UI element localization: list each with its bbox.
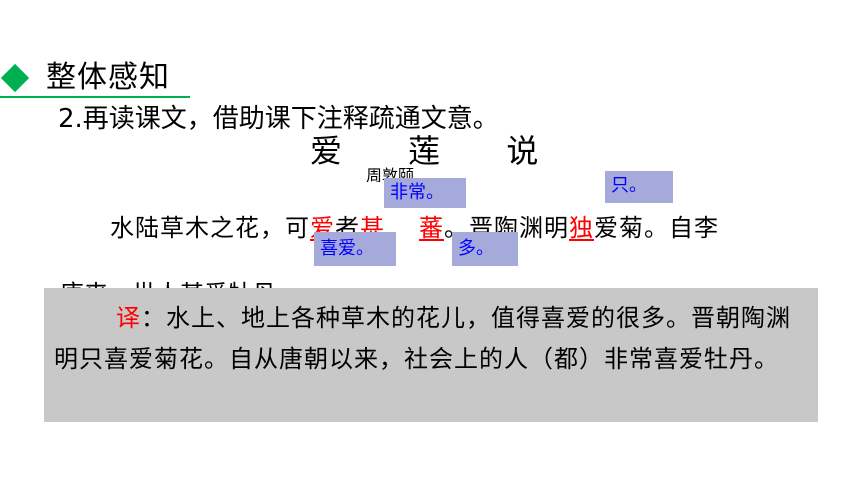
- line-segment: 爱菊。自李: [594, 214, 719, 242]
- line-segment: 水陆草木之花，可: [110, 214, 310, 242]
- keyword-du: 独: [569, 214, 594, 242]
- gloss-ai: 喜爱。: [314, 232, 396, 266]
- instruction-text: 2.再读课文，借助课下注释疏通文意。: [58, 104, 499, 134]
- poem-line-1: 水陆草木之花，可爱者甚蕃。晋陶渊明独爱菊。自李: [110, 212, 719, 244]
- translation-label: 译: [116, 304, 141, 332]
- gloss-shen: 非常。: [384, 178, 466, 208]
- gloss-du: 只。: [605, 171, 673, 203]
- translation-text: ：水上、地上各种草木的花儿，值得喜爱的很多。晋朝陶渊明只喜爱菊花。自从唐朝以来，…: [54, 304, 791, 373]
- poem-line-2: 唐来，世人甚爱牡丹。: [60, 278, 300, 290]
- translation-panel: 译：水上、地上各种草木的花儿，值得喜爱的很多。晋朝陶渊明只喜爱菊花。自从唐朝以来…: [44, 288, 818, 422]
- keyword-fan: 蕃: [419, 214, 444, 242]
- diamond-bullet-icon: [0, 63, 30, 93]
- gloss-fan: 多。: [452, 232, 518, 266]
- section-title: 整体感知: [46, 60, 170, 95]
- title-underline: [0, 96, 190, 98]
- poem-title: 爱 莲 说: [310, 132, 567, 170]
